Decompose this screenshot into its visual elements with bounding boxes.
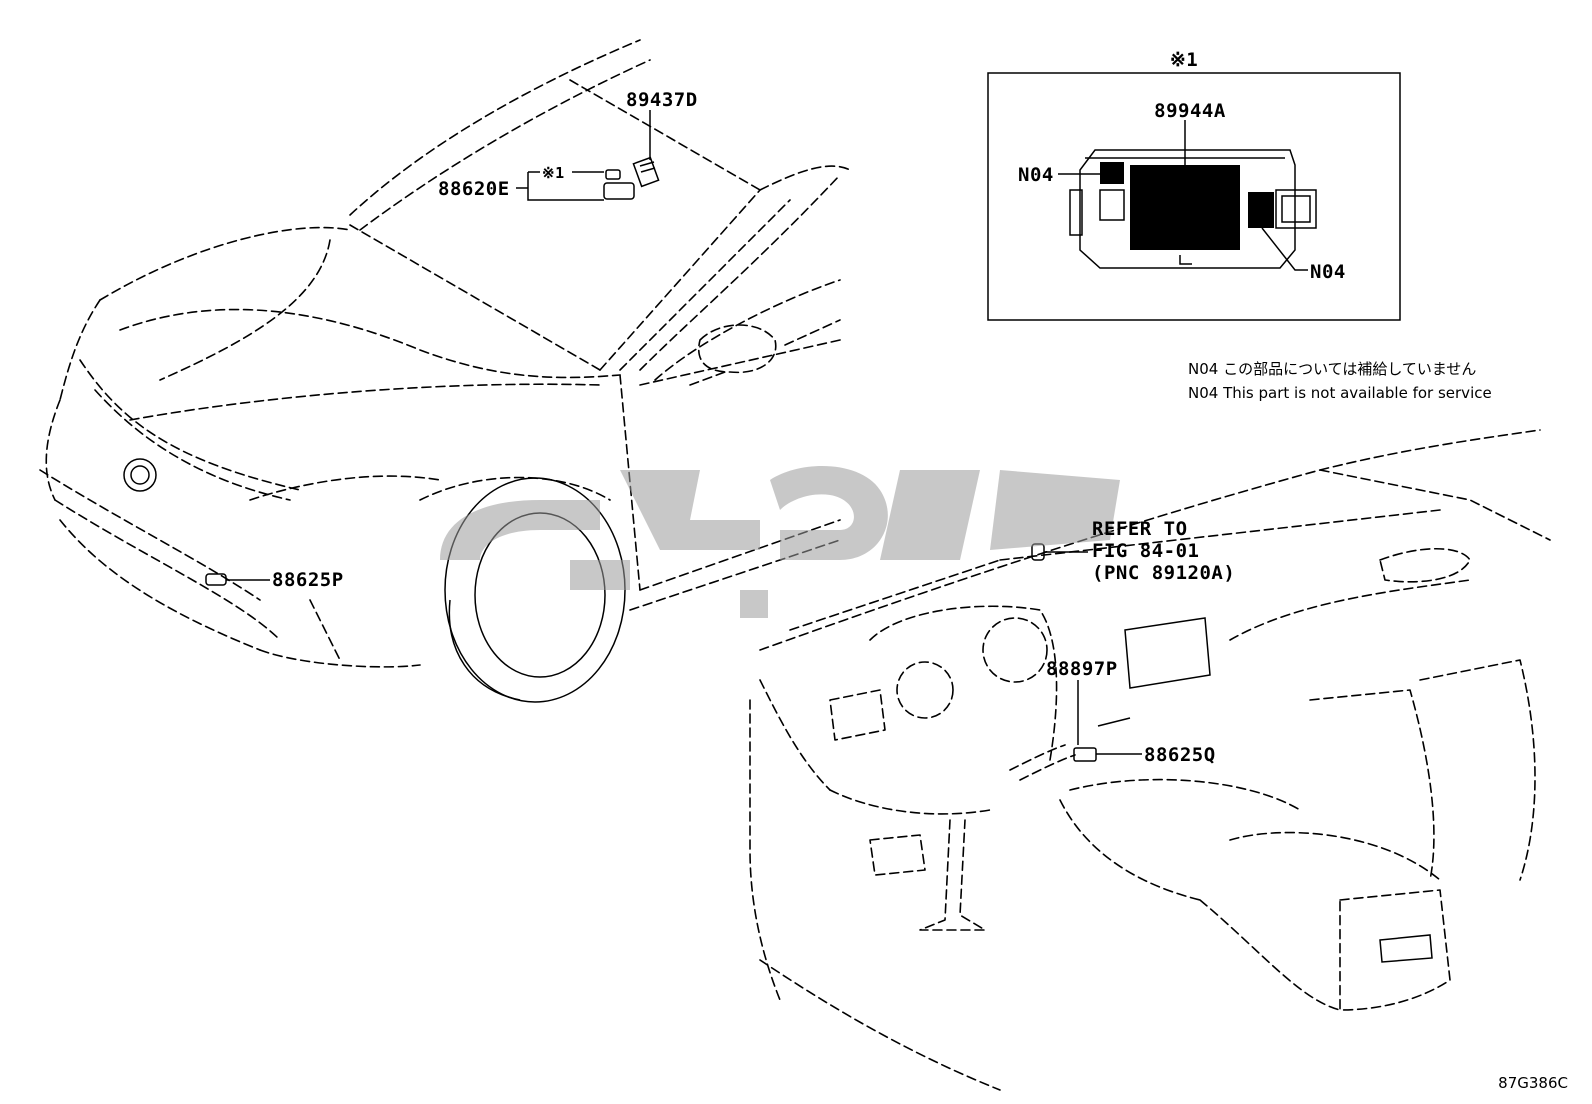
label-mark-1: ※1 <box>542 164 565 182</box>
car-exterior-drawing <box>39 39 851 703</box>
refer-line-2: FIG 84-01 <box>1092 540 1199 562</box>
inset-box <box>987 72 1401 321</box>
part-symbols <box>205 156 1131 762</box>
label-n04-right: N04 <box>1310 261 1346 283</box>
watermark-logo <box>440 466 1120 618</box>
label-89437D: 89437D <box>626 89 698 111</box>
note-english: N04 This part is not available for servi… <box>1188 384 1492 402</box>
diagram-id: 87G386C <box>1498 1074 1568 1092</box>
label-88897P: 88897P <box>1046 658 1118 680</box>
interior-drawing <box>749 429 1551 1091</box>
label-89944A: 89944A <box>1154 100 1226 122</box>
note-japanese: N04 この部品については補給していません <box>1188 360 1476 378</box>
leader-lines <box>226 110 1142 755</box>
refer-line-1: REFER TO <box>1092 518 1188 540</box>
inset-mark: ※1 <box>1170 49 1198 71</box>
refer-line-3: (PNC 89120A) <box>1092 562 1235 584</box>
label-88625P: 88625P <box>272 569 344 591</box>
label-88625Q: 88625Q <box>1144 744 1216 766</box>
label-88620E: 88620E <box>438 178 510 200</box>
label-n04-left: N04 <box>1018 164 1054 186</box>
